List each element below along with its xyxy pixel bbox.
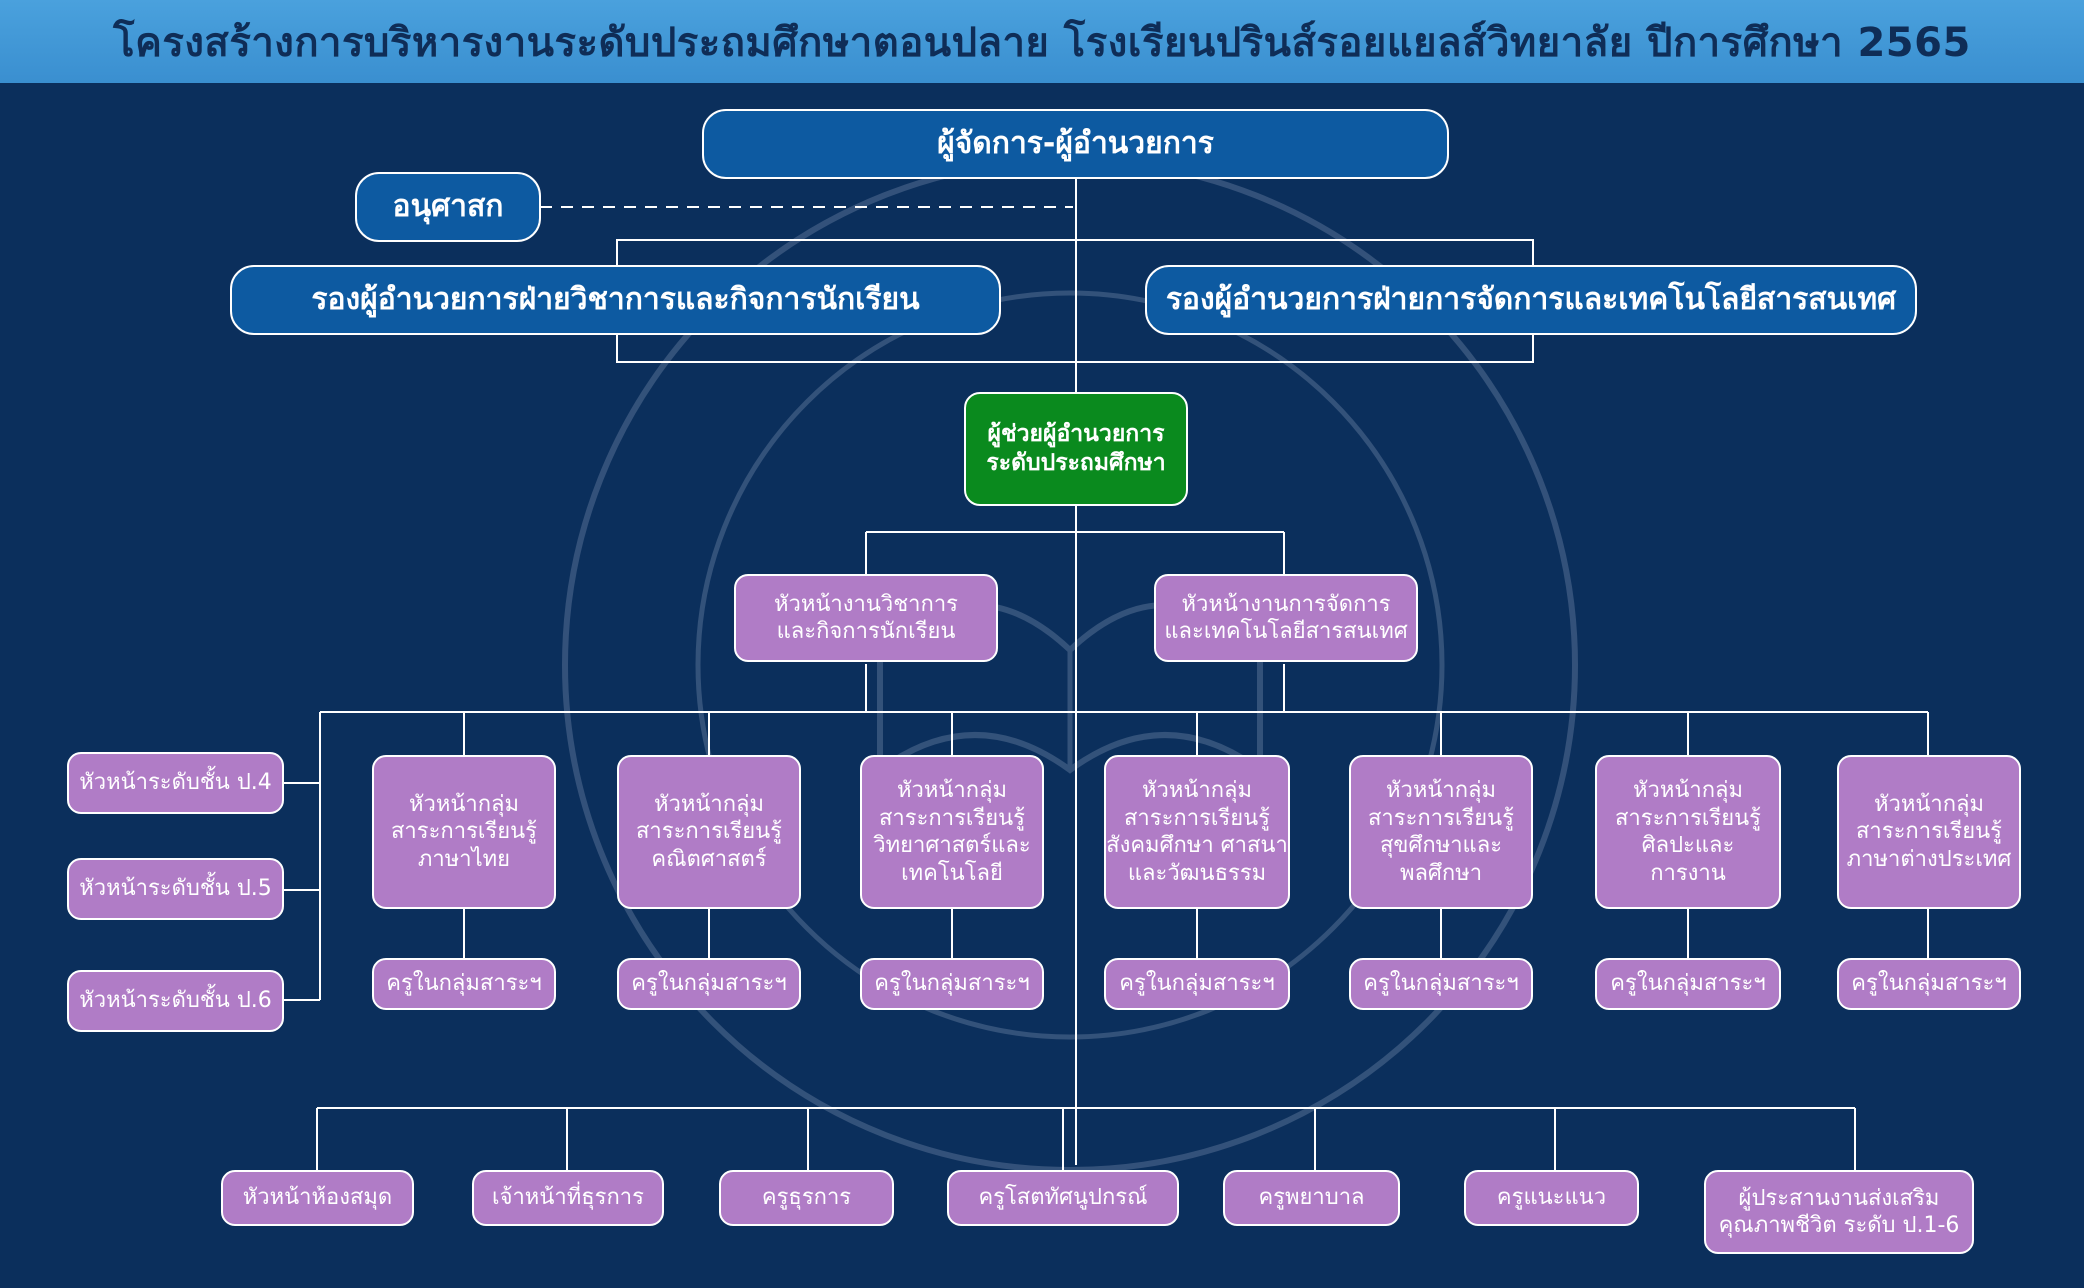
group-teachers-label: ครูในกลุ่มสาระฯ — [1363, 971, 1519, 997]
subject-group-line: สังคมศึกษา ศาสนา — [1106, 833, 1288, 858]
subject-group-line: เทคโนโลยี — [901, 860, 1003, 886]
support-staff-label: คุณภาพชีวิต ระดับ ป.1-6 — [1718, 1213, 1960, 1238]
grade-head-label: หัวหน้าระดับชั้น ป.6 — [79, 988, 272, 1014]
subject-group-line: สุขศึกษาและ — [1379, 833, 1503, 858]
group-teachers-label: ครูในกลุ่มสาระฯ — [386, 971, 542, 997]
subject-group-line: ภาษาต่างประเทศ — [1846, 846, 2012, 872]
grade-head-p5-box: หัวหน้าระดับชั้น ป.5 — [67, 858, 284, 920]
subject-group-thai-box: หัวหน้ากลุ่ม สาระการเรียนรู้ ภาษาไทย — [372, 755, 556, 909]
deputy-management-label: รองผู้อำนวยการฝ่ายการจัดการและเทคโนโลยีส… — [1165, 282, 1897, 318]
subject-group-line: หัวหน้ากลุ่ม — [1141, 778, 1253, 803]
group-teachers-label: ครูในกลุ่มสาระฯ — [1851, 971, 2007, 997]
group-teachers-science-box: ครูในกลุ่มสาระฯ — [860, 958, 1044, 1010]
group-teachers-math-box: ครูในกลุ่มสาระฯ — [617, 958, 801, 1010]
subject-group-line: สาระการเรียนรู้ — [1856, 819, 2002, 845]
support-guidance-box: ครูแนะแนว — [1464, 1170, 1639, 1226]
head-management-line: หัวหน้างานการจัดการ — [1181, 591, 1391, 617]
head-management-box: หัวหน้างานการจัดการ และเทคโนโลยีสารสนเทศ — [1154, 574, 1418, 662]
subject-group-line: หัวหน้ากลุ่ม — [653, 791, 765, 817]
subject-group-line: สาระการเรียนรู้ — [636, 819, 782, 845]
group-teachers-social-box: ครูในกลุ่มสาระฯ — [1104, 958, 1290, 1010]
support-staff-label: ครูแนะแนว — [1496, 1185, 1607, 1211]
group-teachers-label: ครูในกลุ่มสาระฯ — [1119, 971, 1275, 997]
subject-group-line: การงาน — [1650, 860, 1726, 886]
group-teachers-label: ครูในกลุ่มสาระฯ — [874, 971, 1030, 997]
subject-group-line: หัวหน้ากลุ่ม — [408, 791, 520, 817]
manager-director-box: ผู้จัดการ-ผู้อำนวยการ — [702, 109, 1449, 179]
subject-group-line: คณิตศาสตร์ — [651, 846, 767, 872]
group-teachers-health-box: ครูในกลุ่มสาระฯ — [1349, 958, 1533, 1010]
group-teachers-foreign-box: ครูในกลุ่มสาระฯ — [1837, 958, 2021, 1010]
assistant-director-box: ผู้ช่วยผู้อำนวยการ ระดับประถมศึกษา — [964, 392, 1188, 506]
deputy-academic-label: รองผู้อำนวยการฝ่ายวิชาการและกิจการนักเรี… — [311, 282, 920, 318]
grade-head-label: หัวหน้าระดับชั้น ป.5 — [79, 876, 272, 902]
subject-group-math-box: หัวหน้ากลุ่ม สาระการเรียนรู้ คณิตศาสตร์ — [617, 755, 801, 909]
deputy-management-box: รองผู้อำนวยการฝ่ายการจัดการและเทคโนโลยีส… — [1145, 265, 1917, 335]
subject-group-line: ศิลปะและ — [1641, 833, 1735, 858]
support-staff-label: หัวหน้าห้องสมุด — [242, 1185, 393, 1211]
subject-group-line: และวัฒนธรรม — [1127, 860, 1267, 886]
subject-group-foreign-box: หัวหน้ากลุ่ม สาระการเรียนรู้ ภาษาต่างประ… — [1837, 755, 2021, 909]
support-admin-officer-box: เจ้าหน้าที่ธุรการ — [472, 1170, 664, 1226]
subject-group-line: พลศึกษา — [1399, 860, 1483, 886]
group-teachers-label: ครูในกลุ่มสาระฯ — [1610, 971, 1766, 997]
subject-group-line: สาระการเรียนรู้ — [391, 819, 537, 845]
support-staff-label: เจ้าหน้าที่ธุรการ — [492, 1185, 644, 1211]
subject-group-line: หัวหน้ากลุ่ม — [1632, 778, 1744, 803]
support-staff-label: ครูพยาบาล — [1258, 1185, 1365, 1211]
subject-group-line: สาระการเรียนรู้ — [1124, 805, 1270, 831]
head-academic-line: และกิจการนักเรียน — [776, 619, 956, 644]
support-admin-teacher-box: ครูธุรการ — [719, 1170, 894, 1226]
subject-group-line: สาระการเรียนรู้ — [1368, 805, 1514, 831]
support-staff-label: ผู้ประสานงานส่งเสริม — [1738, 1185, 1940, 1211]
chaplain-box: อนุศาสก — [355, 172, 541, 242]
support-staff-label: ครูธุรการ — [761, 1185, 852, 1211]
support-staff-label: ครูโสตทัศนูปกรณ์ — [978, 1185, 1148, 1211]
subject-group-science-box: หัวหน้ากลุ่ม สาระการเรียนรู้ วิทยาศาสตร์… — [860, 755, 1044, 909]
head-academic-box: หัวหน้างานวิชาการ และกิจการนักเรียน — [734, 574, 998, 662]
subject-group-arts-box: หัวหน้ากลุ่ม สาระการเรียนรู้ ศิลปะและ กา… — [1595, 755, 1781, 909]
subject-group-line: สาระการเรียนรู้ — [1615, 805, 1761, 831]
assistant-director-line: ผู้ช่วยผู้อำนวยการ — [987, 421, 1165, 448]
grade-head-label: หัวหน้าระดับชั้น ป.4 — [79, 770, 272, 796]
subject-group-line: หัวหน้ากลุ่ม — [896, 778, 1008, 803]
page-title: โครงสร้างการบริหารงานระดับประถมศึกษาตอนป… — [0, 0, 2084, 83]
assistant-director-line: ระดับประถมศึกษา — [986, 450, 1166, 476]
support-av-teacher-box: ครูโสตทัศนูปกรณ์ — [947, 1170, 1179, 1226]
deputy-academic-box: รองผู้อำนวยการฝ่ายวิชาการและกิจการนักเรี… — [230, 265, 1001, 335]
head-management-line: และเทคโนโลยีสารสนเทศ — [1164, 619, 1408, 644]
grade-head-p4-box: หัวหน้าระดับชั้น ป.4 — [67, 752, 284, 814]
group-teachers-label: ครูในกลุ่มสาระฯ — [631, 971, 787, 997]
subject-group-line: ภาษาไทย — [417, 846, 511, 872]
subject-group-line: วิทยาศาสตร์และ — [873, 833, 1031, 858]
support-librarian-box: หัวหน้าห้องสมุด — [221, 1170, 414, 1226]
subject-group-line: สาระการเรียนรู้ — [879, 805, 1025, 831]
support-quality-of-life-box: ผู้ประสานงานส่งเสริม คุณภาพชีวิต ระดับ ป… — [1704, 1170, 1974, 1254]
subject-group-line: หัวหน้ากลุ่ม — [1873, 791, 1985, 817]
subject-group-health-box: หัวหน้ากลุ่ม สาระการเรียนรู้ สุขศึกษาและ… — [1349, 755, 1533, 909]
subject-group-line: หัวหน้ากลุ่ม — [1385, 778, 1497, 803]
group-teachers-thai-box: ครูในกลุ่มสาระฯ — [372, 958, 556, 1010]
subject-group-social-box: หัวหน้ากลุ่ม สาระการเรียนรู้ สังคมศึกษา … — [1104, 755, 1290, 909]
head-academic-line: หัวหน้างานวิชาการ — [773, 591, 958, 617]
chaplain-label: อนุศาสก — [392, 189, 504, 225]
support-nurse-box: ครูพยาบาล — [1223, 1170, 1400, 1226]
manager-director-label: ผู้จัดการ-ผู้อำนวยการ — [937, 126, 1214, 162]
group-teachers-arts-box: ครูในกลุ่มสาระฯ — [1595, 958, 1781, 1010]
grade-head-p6-box: หัวหน้าระดับชั้น ป.6 — [67, 970, 284, 1032]
